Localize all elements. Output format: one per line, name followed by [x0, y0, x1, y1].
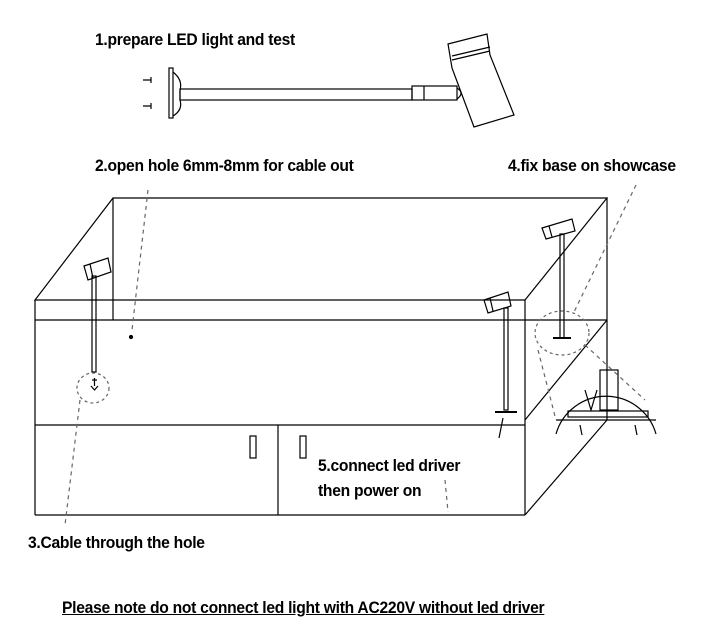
- warning-note: Please note do not connect led light wit…: [62, 598, 545, 617]
- step1-label: 1.prepare LED light and test: [95, 30, 295, 49]
- step5-label-line1: 5.connect led driver: [318, 456, 461, 475]
- step5-label-line2: then power on: [318, 481, 422, 500]
- step2-label: 2.open hole 6mm-8mm for cable out: [95, 156, 354, 175]
- lamp-left: [76, 257, 112, 404]
- led-lamp-illustration: [143, 33, 515, 128]
- lamp-right: [534, 218, 590, 356]
- hole-marker: [128, 334, 134, 340]
- base-detail-inset: [555, 369, 657, 436]
- leader-lines: [64, 184, 646, 526]
- showcase-cabinet: [33, 197, 609, 516]
- step3-label: 3.Cable through the hole: [28, 533, 205, 552]
- lamp-middle: [483, 291, 517, 439]
- step4-label: 4.fix base on showcase: [508, 156, 676, 175]
